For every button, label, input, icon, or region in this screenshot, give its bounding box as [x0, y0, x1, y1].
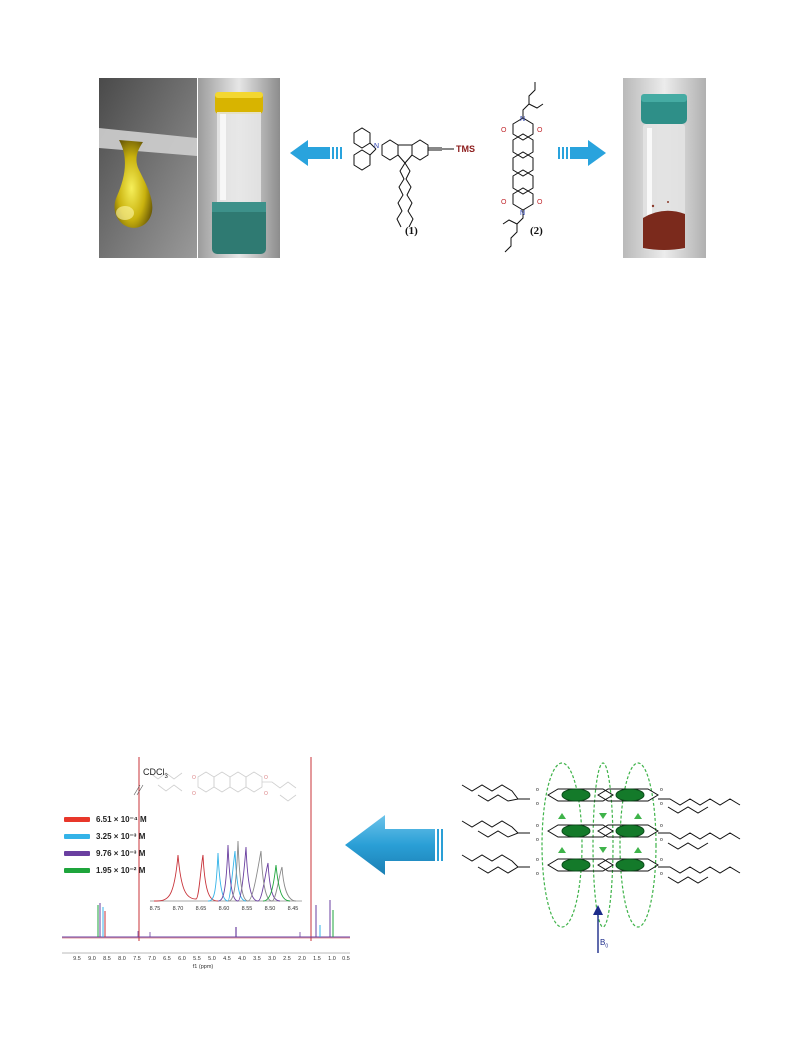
magnetic-field-arrow-icon — [593, 905, 603, 953]
axis-tick: 2.0 — [298, 956, 306, 962]
axis-tick: 8.0 — [118, 956, 126, 962]
tms-label: TMS — [456, 144, 475, 154]
compound-1-structure — [353, 127, 454, 228]
svg-text:O: O — [537, 127, 543, 134]
legend-item-4: 1.95 × 10⁻² M — [64, 866, 145, 875]
axis-tick: 6.5 — [163, 956, 171, 962]
svg-text:o: o — [536, 823, 539, 829]
inset-tick: 8.75 — [149, 906, 161, 912]
legend-label: 6.51 × 10⁻⁴ M — [96, 815, 147, 824]
legend-swatch — [64, 817, 90, 822]
svg-text:O: O — [264, 791, 268, 797]
axis-tick: 4.5 — [223, 956, 231, 962]
inset-tick: 8.60 — [218, 906, 230, 912]
axis-tick: 1.0 — [328, 956, 336, 962]
arrow-left-icon — [290, 140, 342, 166]
axis-tick: 9.5 — [73, 956, 81, 962]
svg-text:O: O — [501, 127, 507, 134]
photo-powder-vial — [623, 78, 706, 258]
svg-text:o: o — [536, 857, 539, 863]
axis-tick: 5.0 — [208, 956, 216, 962]
compound-2-structure — [502, 82, 544, 253]
axis-tick: 6.0 — [178, 956, 186, 962]
inset-tick: 8.50 — [264, 906, 276, 912]
legend-item-1: 6.51 × 10⁻⁴ M — [64, 815, 147, 824]
legend-label: 1.95 × 10⁻² M — [96, 866, 146, 875]
svg-text:O: O — [501, 199, 507, 206]
svg-text:o: o — [660, 823, 663, 829]
solvent-label: CDCl3 — [143, 767, 168, 780]
photo-inverted-vial — [198, 78, 280, 258]
legend-swatch — [64, 851, 90, 856]
svg-text:o: o — [660, 787, 663, 793]
inset-tick: 8.55 — [241, 906, 253, 912]
stacking-diagram: o o o o o o o o o o o o — [461, 762, 741, 928]
legend-label: 9.76 × 10⁻³ M — [96, 849, 146, 858]
compound-2-label: (2) — [530, 225, 543, 237]
axis-tick: 0.5 — [342, 956, 350, 962]
inset-tick: 8.70 — [172, 906, 184, 912]
svg-text:o: o — [536, 787, 539, 793]
legend-swatch — [64, 834, 90, 839]
svg-text:o: o — [536, 801, 539, 807]
axis-tick: 8.5 — [103, 956, 111, 962]
carbazole-nitrogen: N — [374, 143, 380, 150]
axis-tick: 2.5 — [283, 956, 291, 962]
svg-text:o: o — [660, 801, 663, 807]
axis-tick: 9.0 — [88, 956, 96, 962]
compound-1-label: (1) — [405, 225, 418, 237]
magnetic-field-label: B0 — [600, 938, 609, 950]
axis-tick: 5.5 — [193, 956, 201, 962]
axis-tick: 7.0 — [148, 956, 156, 962]
svg-text:O: O — [264, 775, 268, 781]
legend-swatch — [64, 868, 90, 873]
svg-text:O: O — [192, 791, 196, 797]
svg-text:O: O — [537, 199, 543, 206]
axis-tick: 7.5 — [133, 956, 141, 962]
legend-item-3: 9.76 × 10⁻³ M — [64, 849, 145, 858]
arrow-left-large-icon — [345, 815, 443, 875]
legend-item-2: 3.25 × 10⁻³ M — [64, 832, 145, 841]
legend-label: 3.25 × 10⁻³ M — [96, 832, 146, 841]
svg-text:o: o — [660, 871, 663, 877]
inset-tick: 8.45 — [287, 906, 299, 912]
axis-tick: 3.0 — [268, 956, 276, 962]
svg-text:o: o — [536, 871, 539, 877]
axis-label: f1 (ppm) — [192, 964, 214, 970]
svg-text:o: o — [536, 837, 539, 843]
arrow-right-icon — [558, 140, 606, 166]
photo-gel-spatula — [99, 78, 197, 258]
inset-tick: 8.65 — [195, 906, 207, 912]
svg-text:o: o — [660, 857, 663, 863]
nmr-spectrum: O O O O — [62, 757, 350, 954]
axis-tick: 4.0 — [238, 956, 246, 962]
axis-tick: 1.5 — [313, 956, 321, 962]
svg-text:O: O — [192, 775, 196, 781]
compound-2-heteroatoms: N N O O O O — [501, 116, 543, 217]
axis-tick: 3.5 — [253, 956, 261, 962]
svg-text:o: o — [660, 837, 663, 843]
svg-text:N: N — [520, 210, 525, 217]
svg-text:N: N — [520, 116, 525, 123]
